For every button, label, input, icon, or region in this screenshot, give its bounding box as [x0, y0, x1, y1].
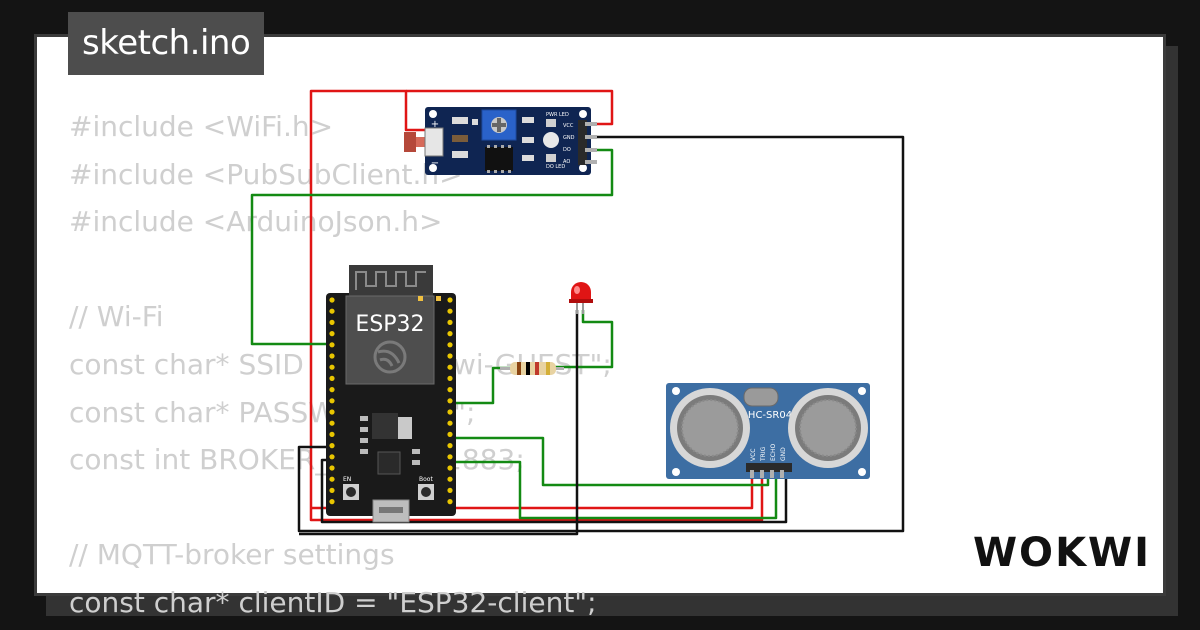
esp32-pin[interactable]: [447, 297, 453, 303]
esp32-pin[interactable]: [447, 364, 453, 370]
esp32-board[interactable]: ESP32 EN Boot: [326, 265, 456, 523]
ultrasonic-sensor[interactable]: HC-SR04 VCC TRIG ECHO GND: [666, 383, 870, 479]
sensor-pin-do: DO: [563, 147, 571, 153]
code-line: const char* clientID = "ESP32-client";: [69, 585, 597, 619]
esp32-pin[interactable]: [447, 487, 453, 493]
wire-trig: [452, 436, 770, 487]
esp32-pin[interactable]: [329, 398, 335, 404]
esp32-pin[interactable]: [447, 375, 453, 381]
esp32-pin[interactable]: [447, 431, 453, 437]
esp32-pin[interactable]: [329, 431, 335, 437]
wire-vcc-sensor-right: [406, 89, 614, 126]
wire-gnd-sensor: [297, 135, 905, 533]
ultrasonic-header-pin[interactable]: [750, 470, 754, 478]
esp32-pin[interactable]: [329, 342, 335, 348]
esp32-pin[interactable]: [329, 364, 335, 370]
ultrasonic-pin-trig: TRIG: [760, 446, 767, 462]
wire-resistor-esp32: [452, 366, 510, 405]
resistor-band: [526, 362, 530, 375]
esp32-pin[interactable]: [329, 331, 335, 337]
resistor[interactable]: [500, 362, 564, 375]
en-label: EN: [343, 476, 351, 483]
sensor-minus-label: −: [431, 158, 439, 169]
esp32-pin[interactable]: [329, 387, 335, 393]
sensor-module[interactable]: + − PWR LED DO LED VCC GND DO AO: [404, 107, 597, 175]
pwr-led-label: PWR LED: [546, 112, 569, 118]
esp32-pin[interactable]: [329, 409, 335, 415]
wire-led-resistor: [555, 310, 614, 369]
esp32-pin[interactable]: [329, 375, 335, 381]
wire-gnd-led: [299, 310, 579, 536]
esp32-pin[interactable]: [447, 465, 453, 471]
file-tab-title[interactable]: sketch.ino: [68, 12, 265, 75]
esp32-pin[interactable]: [447, 331, 453, 337]
esp32-pin[interactable]: [329, 476, 335, 482]
esp32-pin[interactable]: [329, 297, 335, 303]
ultrasonic-header-pin[interactable]: [780, 470, 784, 478]
sensor-pin-vcc: VCC: [563, 123, 574, 129]
do-led-label: DO LED: [546, 164, 565, 170]
code-line: // Wi-Fi: [69, 300, 164, 334]
esp32-pin[interactable]: [447, 454, 453, 460]
espressif-logo-icon: [373, 340, 407, 374]
esp32-pin[interactable]: [447, 319, 453, 325]
esp32-pin[interactable]: [447, 398, 453, 404]
ultrasonic-pin-echo: ECHO: [770, 444, 777, 461]
sensor-pin-ao: AO: [563, 159, 570, 165]
esp32-pin[interactable]: [329, 319, 335, 325]
resistor-band: [535, 362, 539, 375]
ultrasonic-header-pin[interactable]: [770, 470, 774, 478]
sensor-plus-label: +: [431, 119, 439, 130]
esp32-pin[interactable]: [447, 409, 453, 415]
ultrasonic-label: HC-SR04: [748, 410, 792, 421]
sensor-header-pin[interactable]: [585, 160, 597, 164]
wires: [250, 89, 905, 536]
esp32-pin[interactable]: [447, 387, 453, 393]
wire-gnd-ultrasonic: [320, 458, 788, 524]
sensor-header-pin[interactable]: [585, 122, 597, 126]
wire-vcc-ultrasonic: [311, 470, 754, 510]
wokwi-wordmark: WOKWI: [973, 530, 1151, 576]
esp32-pin[interactable]: [329, 454, 335, 460]
ultrasonic-pin-gnd: GND: [780, 447, 787, 461]
wire-do-sensor: [250, 148, 614, 346]
code-line: #include <ArduinoJson.h>: [69, 205, 443, 239]
wire-vcc-sensor: [309, 89, 764, 522]
esp32-pin[interactable]: [447, 308, 453, 314]
wokwi-logo: WOKWI: [973, 530, 1151, 576]
ultrasonic-header-pin[interactable]: [760, 470, 764, 478]
esp32-pin[interactable]: [447, 476, 453, 482]
resistor-band: [546, 362, 550, 375]
esp32-pin[interactable]: [329, 499, 335, 505]
esp32-pin[interactable]: [447, 499, 453, 505]
esp32-pin-headers[interactable]: [329, 297, 453, 505]
sensor-header-pin[interactable]: [585, 135, 597, 139]
resistor-band: [517, 362, 521, 375]
esp32-pin[interactable]: [329, 465, 335, 471]
red-led[interactable]: [569, 282, 593, 314]
code-line: // MQTT-broker settings: [69, 538, 395, 572]
esp32-pin[interactable]: [447, 443, 453, 449]
esp32-pin[interactable]: [447, 353, 453, 359]
esp32-pin[interactable]: [329, 420, 335, 426]
sensor-header-pin[interactable]: [585, 148, 597, 152]
esp32-label: ESP32: [355, 312, 424, 337]
esp32-pin[interactable]: [447, 420, 453, 426]
wire-echo: [452, 460, 778, 520]
esp32-pin[interactable]: [329, 443, 335, 449]
ultrasonic-pin-vcc: VCC: [750, 449, 757, 461]
esp32-pin[interactable]: [329, 487, 335, 493]
boot-label: Boot: [419, 476, 433, 483]
code-line: #include <PubSubClient.h>: [69, 157, 463, 191]
sensor-pin-gnd: GND: [563, 135, 575, 141]
esp32-pin[interactable]: [447, 342, 453, 348]
esp32-pin[interactable]: [329, 353, 335, 359]
esp32-pin[interactable]: [329, 308, 335, 314]
